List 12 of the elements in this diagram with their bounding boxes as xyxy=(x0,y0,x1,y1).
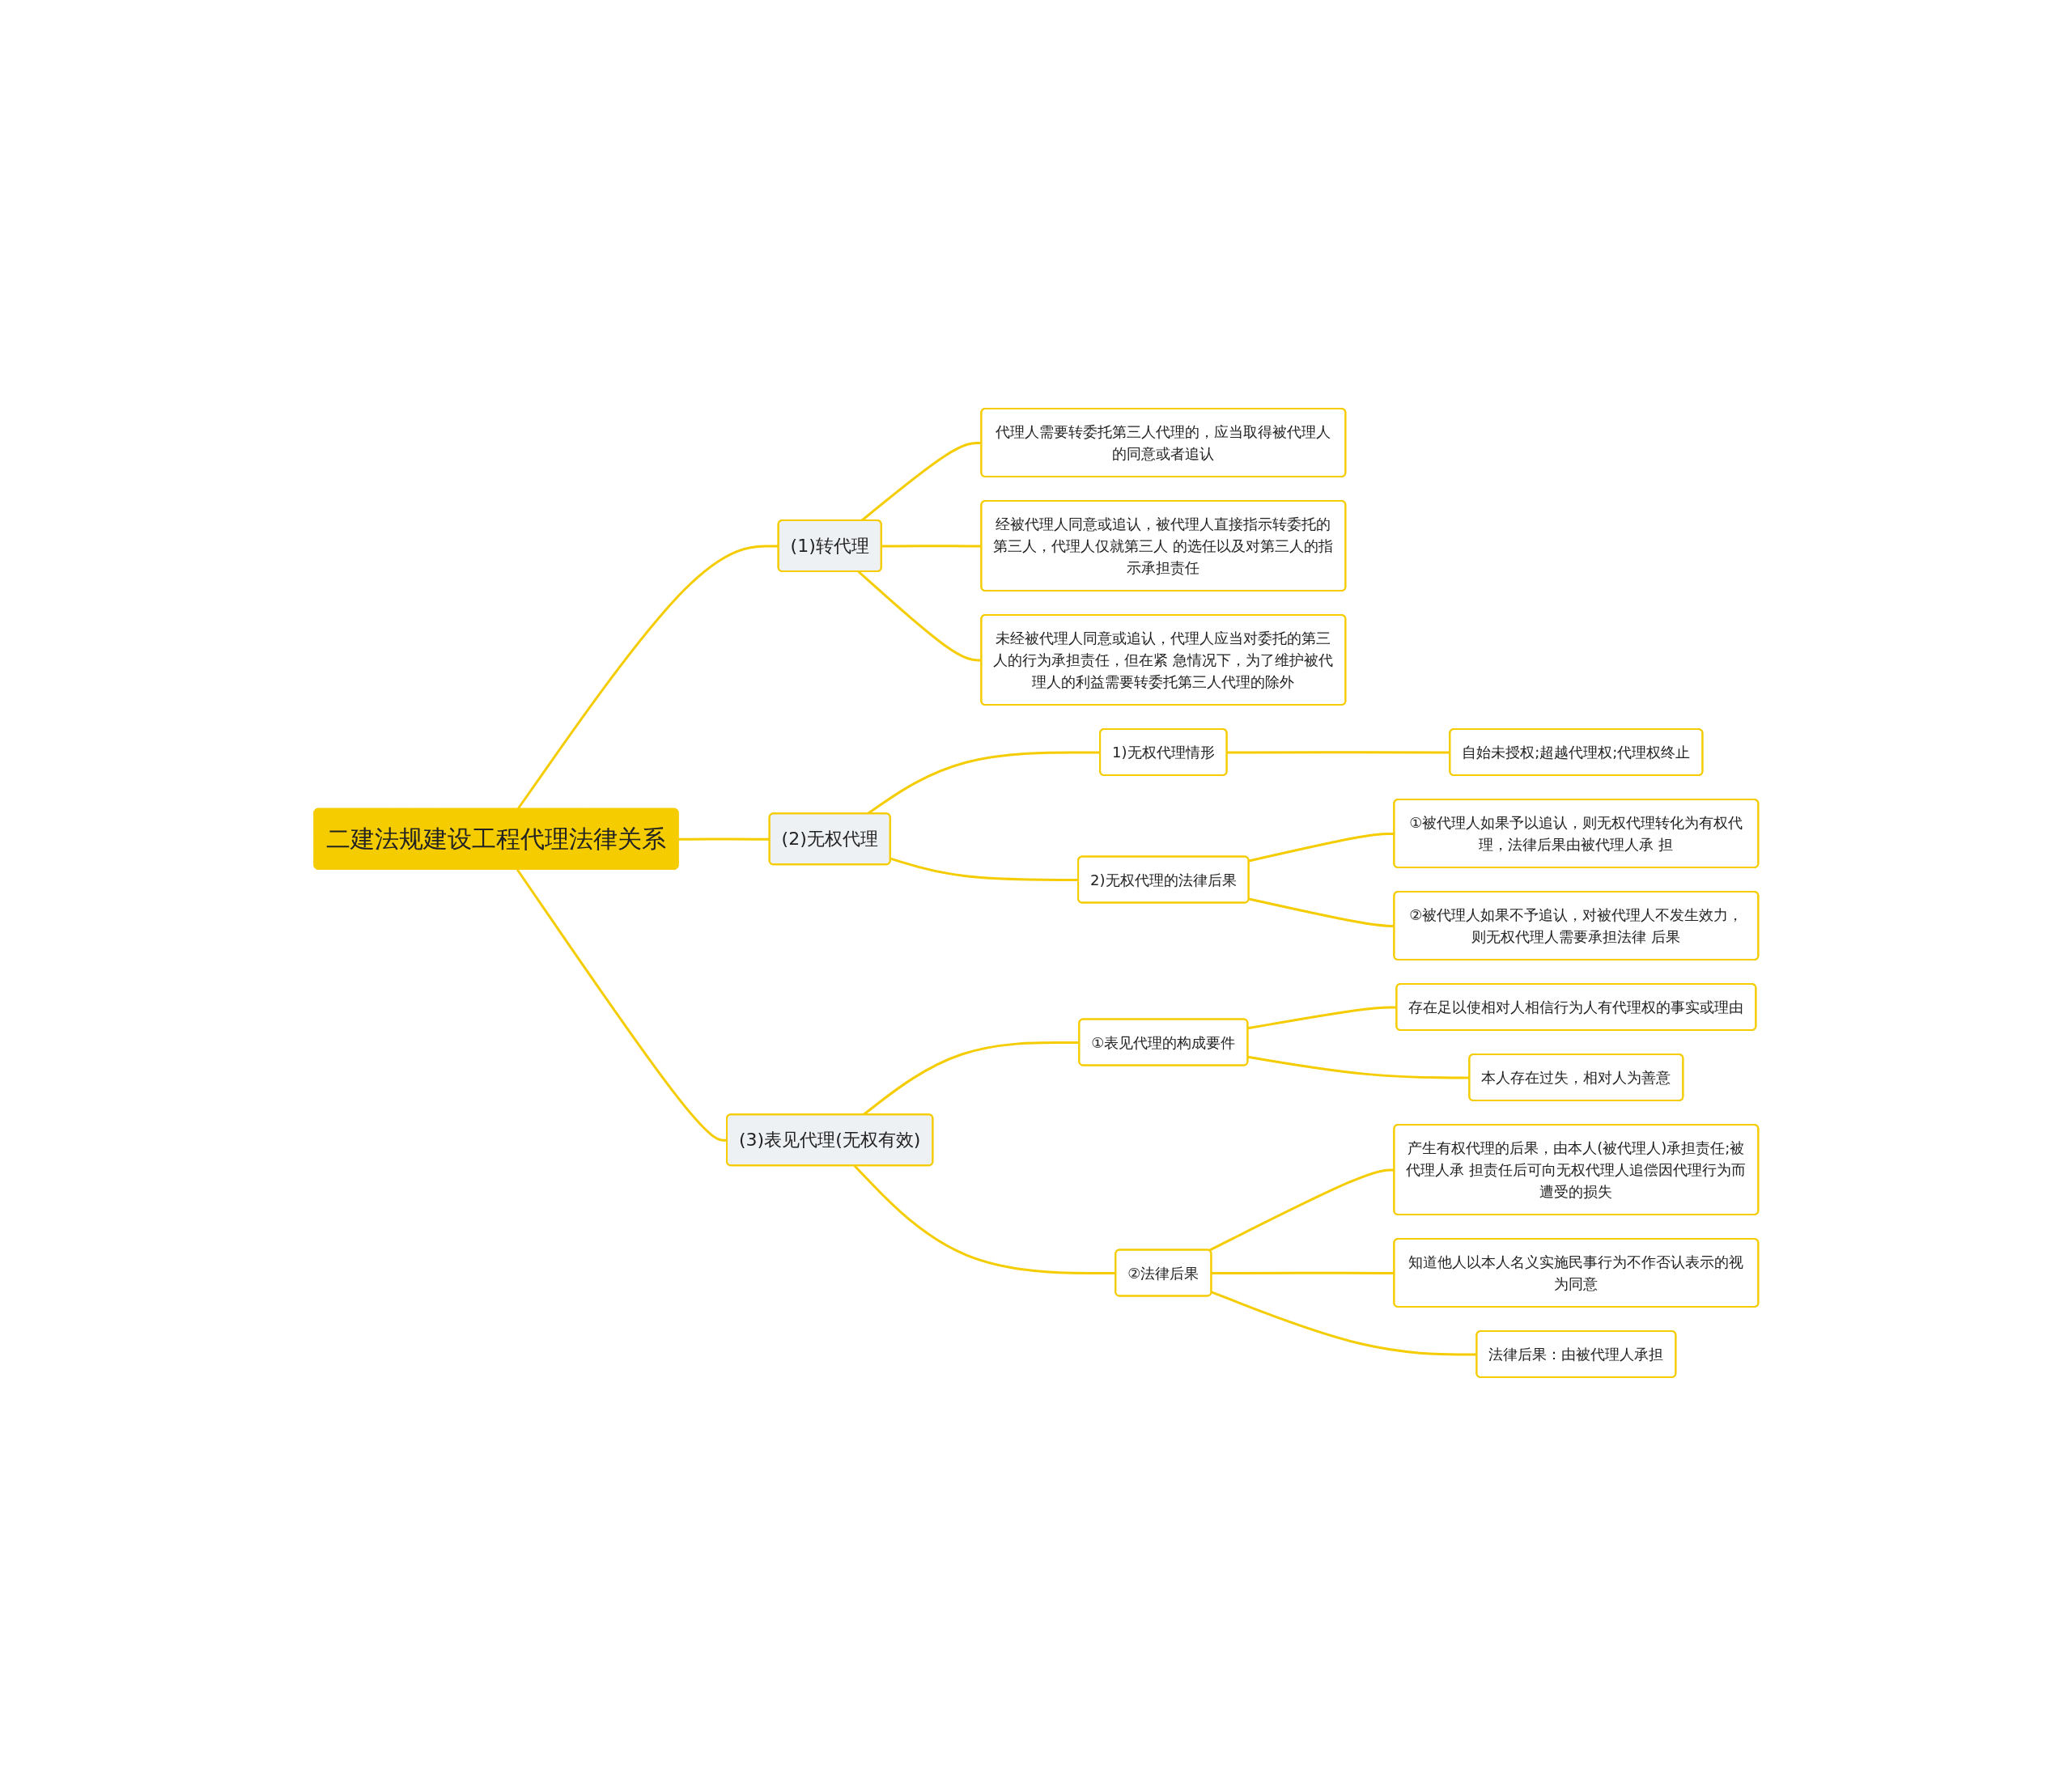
connector xyxy=(1211,1271,1395,1274)
connector xyxy=(1226,750,1450,753)
connector xyxy=(1208,1168,1395,1252)
connector xyxy=(857,570,982,661)
connector xyxy=(1248,832,1395,862)
connector xyxy=(678,837,770,841)
connector xyxy=(1211,1290,1477,1355)
connector xyxy=(853,1164,1116,1274)
connector xyxy=(1248,897,1395,927)
connector xyxy=(1247,1055,1470,1079)
connector xyxy=(881,544,982,547)
connector xyxy=(1247,1005,1397,1029)
